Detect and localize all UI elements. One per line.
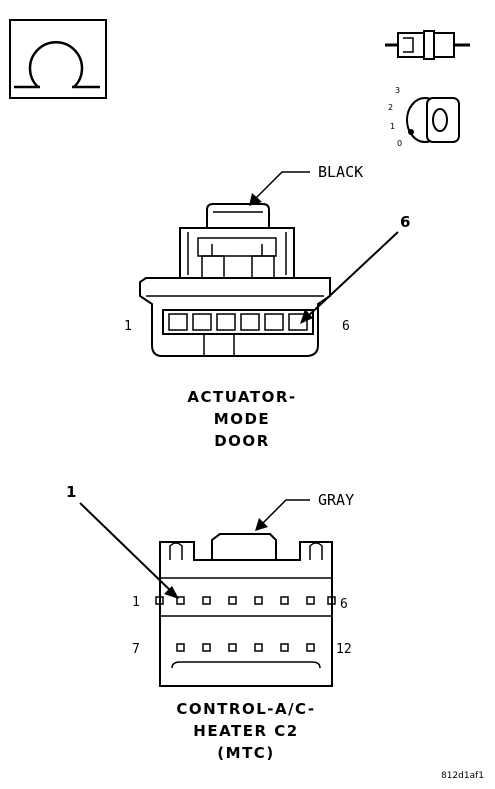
ignition-position-0: 0 bbox=[397, 139, 402, 148]
callout-number-1: 1 bbox=[66, 483, 76, 501]
figure-id: 812d1af1 bbox=[441, 771, 484, 781]
actuator-title-line-2: MODE bbox=[214, 410, 270, 428]
bottom-row-2-pins bbox=[176, 643, 315, 652]
actuator-title-line-1: ACTUATOR- bbox=[187, 388, 296, 406]
control-ac-heater-connector bbox=[155, 533, 336, 687]
pin-6-callout: 6 bbox=[300, 213, 410, 324]
ignition-position-3: 3 bbox=[395, 86, 400, 95]
top-pin-label-1: 1 bbox=[124, 319, 132, 334]
ignition-position-1: 1 bbox=[390, 122, 395, 131]
top-pin-cavities bbox=[168, 313, 308, 331]
top-pin-label-6: 6 bbox=[342, 319, 350, 334]
control-title-line-3: (MTC) bbox=[217, 744, 274, 762]
actuator-title-line-3: DOOR bbox=[214, 432, 270, 450]
pin-1-callout: 1 bbox=[66, 483, 179, 599]
control-title-line-1: CONTROL-A/C- bbox=[176, 700, 315, 718]
gray-wire-callout: GRAY bbox=[255, 491, 354, 531]
control-title: CONTROL-A/C- HEATER C2 (MTC) bbox=[176, 700, 315, 762]
callout-number-6: 6 bbox=[400, 213, 410, 231]
black-wire-callout: BLACK bbox=[249, 163, 363, 206]
bottom-pin-label-1: 1 bbox=[132, 595, 140, 610]
ignition-position-2: 2 bbox=[388, 103, 393, 112]
actuator-mode-door-connector bbox=[139, 203, 331, 357]
ignition-switch-icon: 3 2 1 0 bbox=[388, 86, 460, 148]
bottom-pin-label-7: 7 bbox=[132, 642, 140, 657]
bottom-pin-label-6: 6 bbox=[340, 597, 348, 612]
wire-color-label-gray: GRAY bbox=[318, 491, 354, 509]
open-circle-symbol bbox=[9, 19, 107, 99]
bottom-pin-label-12: 12 bbox=[336, 642, 352, 657]
bottom-row-1-pins bbox=[155, 596, 336, 605]
control-title-line-2: HEATER C2 bbox=[193, 722, 298, 740]
connector-plug-icon bbox=[385, 30, 470, 60]
actuator-title: ACTUATOR- MODE DOOR bbox=[187, 388, 296, 450]
wire-color-label-black: BLACK bbox=[318, 163, 363, 181]
